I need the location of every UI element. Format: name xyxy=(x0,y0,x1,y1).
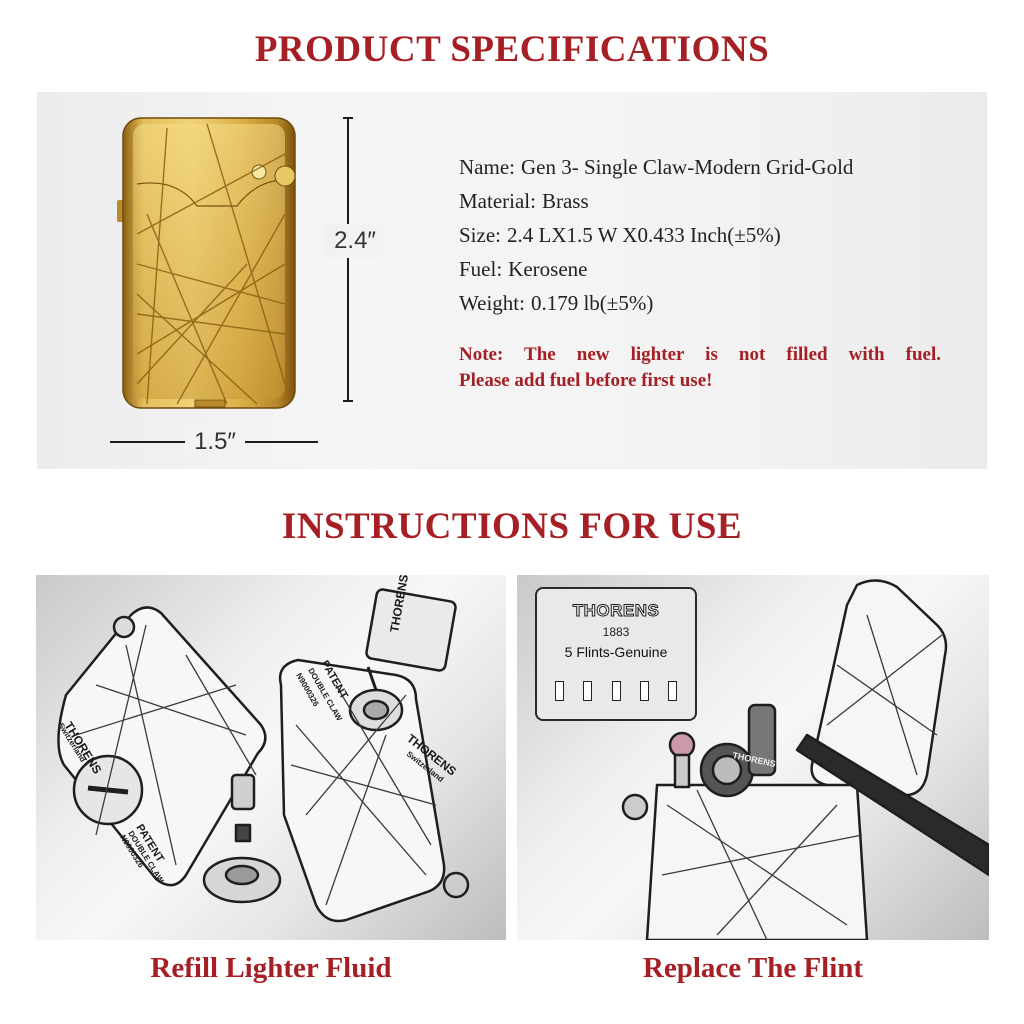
refill-illustration: THORENS Switzerland PATENT DOUBLE CLAW N… xyxy=(36,575,506,940)
spec-row-name: Name:Gen 3- Single Claw-Modern Grid-Gold xyxy=(459,155,854,179)
flint-pack-brand: THORENS xyxy=(572,601,660,621)
height-dimension-label: 2.4″ xyxy=(325,224,385,258)
height-dimension-line xyxy=(343,117,353,402)
flint-slot xyxy=(611,681,621,701)
flint-pack-year: 1883 xyxy=(602,625,630,639)
instructions-heading: INSTRUCTIONS FOR USE xyxy=(281,506,743,547)
flint-slot xyxy=(639,681,649,701)
width-dimension-label: 1.5″ xyxy=(185,426,245,458)
spec-row-fuel: Fuel:Kerosene xyxy=(459,257,588,281)
spec-row-weight: Weight:0.179 lb(±5%) xyxy=(459,291,654,315)
flint-slot xyxy=(555,681,564,701)
flint-caption: Replace The Flint xyxy=(642,952,864,984)
flint-slots xyxy=(555,681,677,701)
flint-slot xyxy=(668,681,677,701)
spec-row-material: Material:Brass xyxy=(459,189,589,213)
flint-slot xyxy=(583,681,593,701)
spec-list: Name:Gen 3- Single Claw-Modern Grid-Gold… xyxy=(459,150,979,320)
flint-illustration: THORENS THORENS 1883 5 Flints-Genuine xyxy=(517,575,989,940)
specs-panel: 2.4″ 1.5″ Name:Gen 3- Single Claw-Modern… xyxy=(37,92,987,469)
gold-lighter-image xyxy=(117,114,302,414)
flint-pack-description: 5 Flints-Genuine xyxy=(564,644,668,660)
fuel-note: Note: The new lighter is not filled with… xyxy=(459,344,941,391)
refill-caption: Refill Lighter Fluid xyxy=(150,952,392,984)
specs-heading: PRODUCT SPECIFICATIONS xyxy=(254,29,770,70)
spec-row-size: Size:2.4 LX1.5 W X0.433 Inch(±5%) xyxy=(459,223,781,247)
flint-pack: THORENS 1883 5 Flints-Genuine xyxy=(535,587,697,721)
